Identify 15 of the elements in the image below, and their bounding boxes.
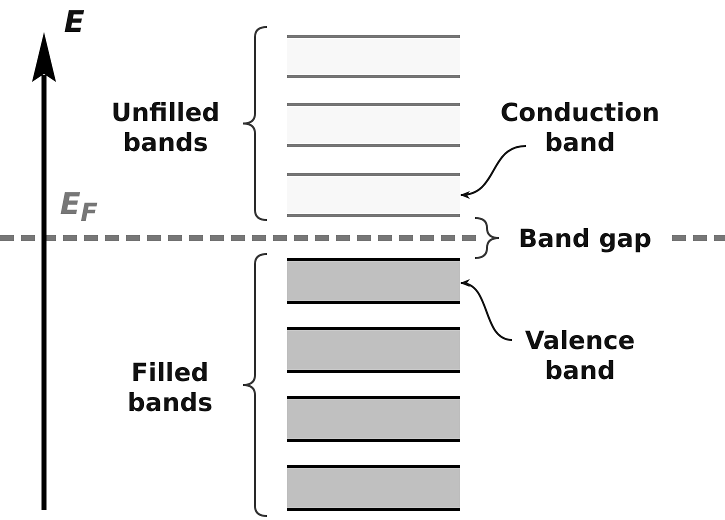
- band-label: Valence band: [490, 326, 670, 386]
- leader-arrow: [460, 280, 512, 341]
- filled-band-bar: [287, 465, 460, 511]
- filled-band-bar: [287, 327, 460, 373]
- bands-label: Filled bands: [126, 358, 214, 418]
- unfilled-band-bar: [287, 173, 460, 217]
- filled-band-bar: [287, 396, 460, 442]
- axis-label: E: [64, 8, 86, 38]
- fermi-level-label: E$_{F}$: [60, 190, 99, 228]
- bands-label: Unfilled bands: [110, 98, 221, 158]
- leader-arrow: [460, 145, 526, 198]
- unfilled-band-bar: [287, 103, 460, 147]
- unfilled-band-bar: [287, 35, 460, 78]
- band-label: Conduction band: [490, 98, 670, 158]
- filled-band-bar: [287, 258, 460, 304]
